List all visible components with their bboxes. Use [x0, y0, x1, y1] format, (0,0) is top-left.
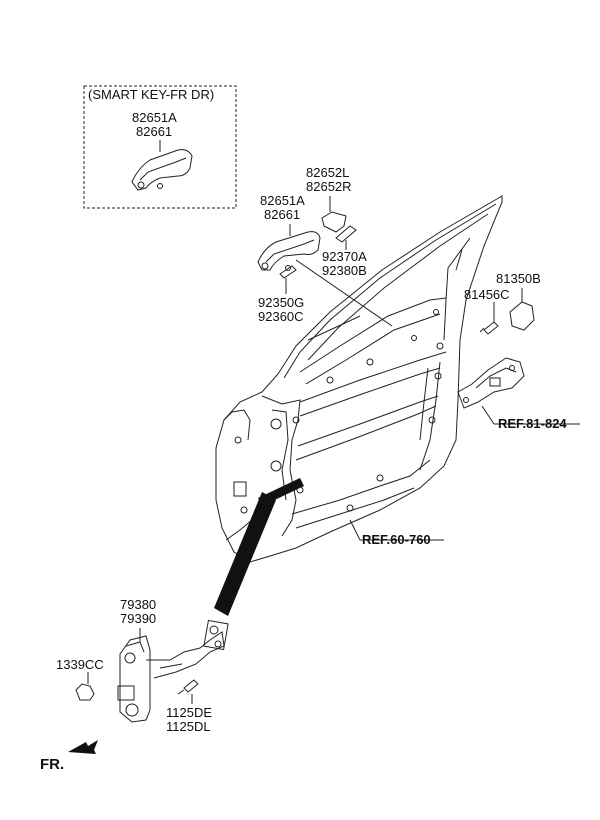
- label-bolt-part-2: 1125DL: [166, 719, 211, 734]
- label-checker-part-2: 79390: [120, 611, 157, 626]
- handle-cover-drawing: [321, 211, 347, 233]
- label-latch-bracket: 81350B: [496, 271, 541, 286]
- door-panel-drawing: [215, 195, 503, 563]
- door-checker-drawing: [117, 619, 229, 723]
- front-direction-label: FR.: [40, 756, 65, 773]
- ref-door-link[interactable]: REF.60-760: [362, 532, 431, 547]
- label-bolt-part-1: 1125DE: [166, 705, 213, 720]
- label-screw: 81456C: [464, 287, 510, 302]
- label-nut: 1339CC: [56, 657, 104, 672]
- door-latch-drawing: [457, 357, 525, 409]
- label-pad-small-part-2: 92380B: [322, 263, 367, 278]
- label-pad-lower-part-2: 92360C: [258, 309, 304, 324]
- ref-latch-link[interactable]: REF.81-824: [498, 416, 567, 431]
- leader-ref-latch: [481, 405, 495, 425]
- smart-key-box-title: (SMART KEY-FR DR): [88, 87, 215, 102]
- bolt-drawing: [177, 679, 199, 695]
- label-cover-part-2: 82652R: [306, 179, 352, 194]
- pad-lower-drawing: [279, 265, 297, 279]
- label-pad-small-part-1: 92370A: [322, 249, 367, 264]
- screw-drawing: [479, 321, 499, 335]
- label-pad-lower-part-1: 92350G: [258, 295, 305, 310]
- label-handle-part-1: 82651A: [260, 193, 305, 208]
- leader-to-door: [295, 259, 393, 327]
- latch-bracket-drawing: [509, 301, 535, 331]
- checker-install-arrow: [214, 492, 276, 616]
- label-checker-part-1: 79380: [120, 597, 157, 612]
- leader-ref-door: [349, 519, 361, 541]
- front-direction-arrow: [68, 740, 98, 754]
- pad-small-drawing: [335, 225, 357, 243]
- label-smart-handle-part-2: 82661: [136, 124, 173, 139]
- label-handle-part-2: 82661: [264, 207, 301, 222]
- door-hinge-band: [258, 478, 304, 506]
- smart-key-handle-drawing: [131, 149, 193, 191]
- nut-drawing: [75, 683, 95, 701]
- outside-handle-drawing: [257, 231, 321, 271]
- label-cover-part-1: 82652L: [306, 165, 350, 180]
- smart-key-box-frame: [83, 85, 237, 209]
- label-smart-handle-part-1: 82651A: [132, 110, 177, 125]
